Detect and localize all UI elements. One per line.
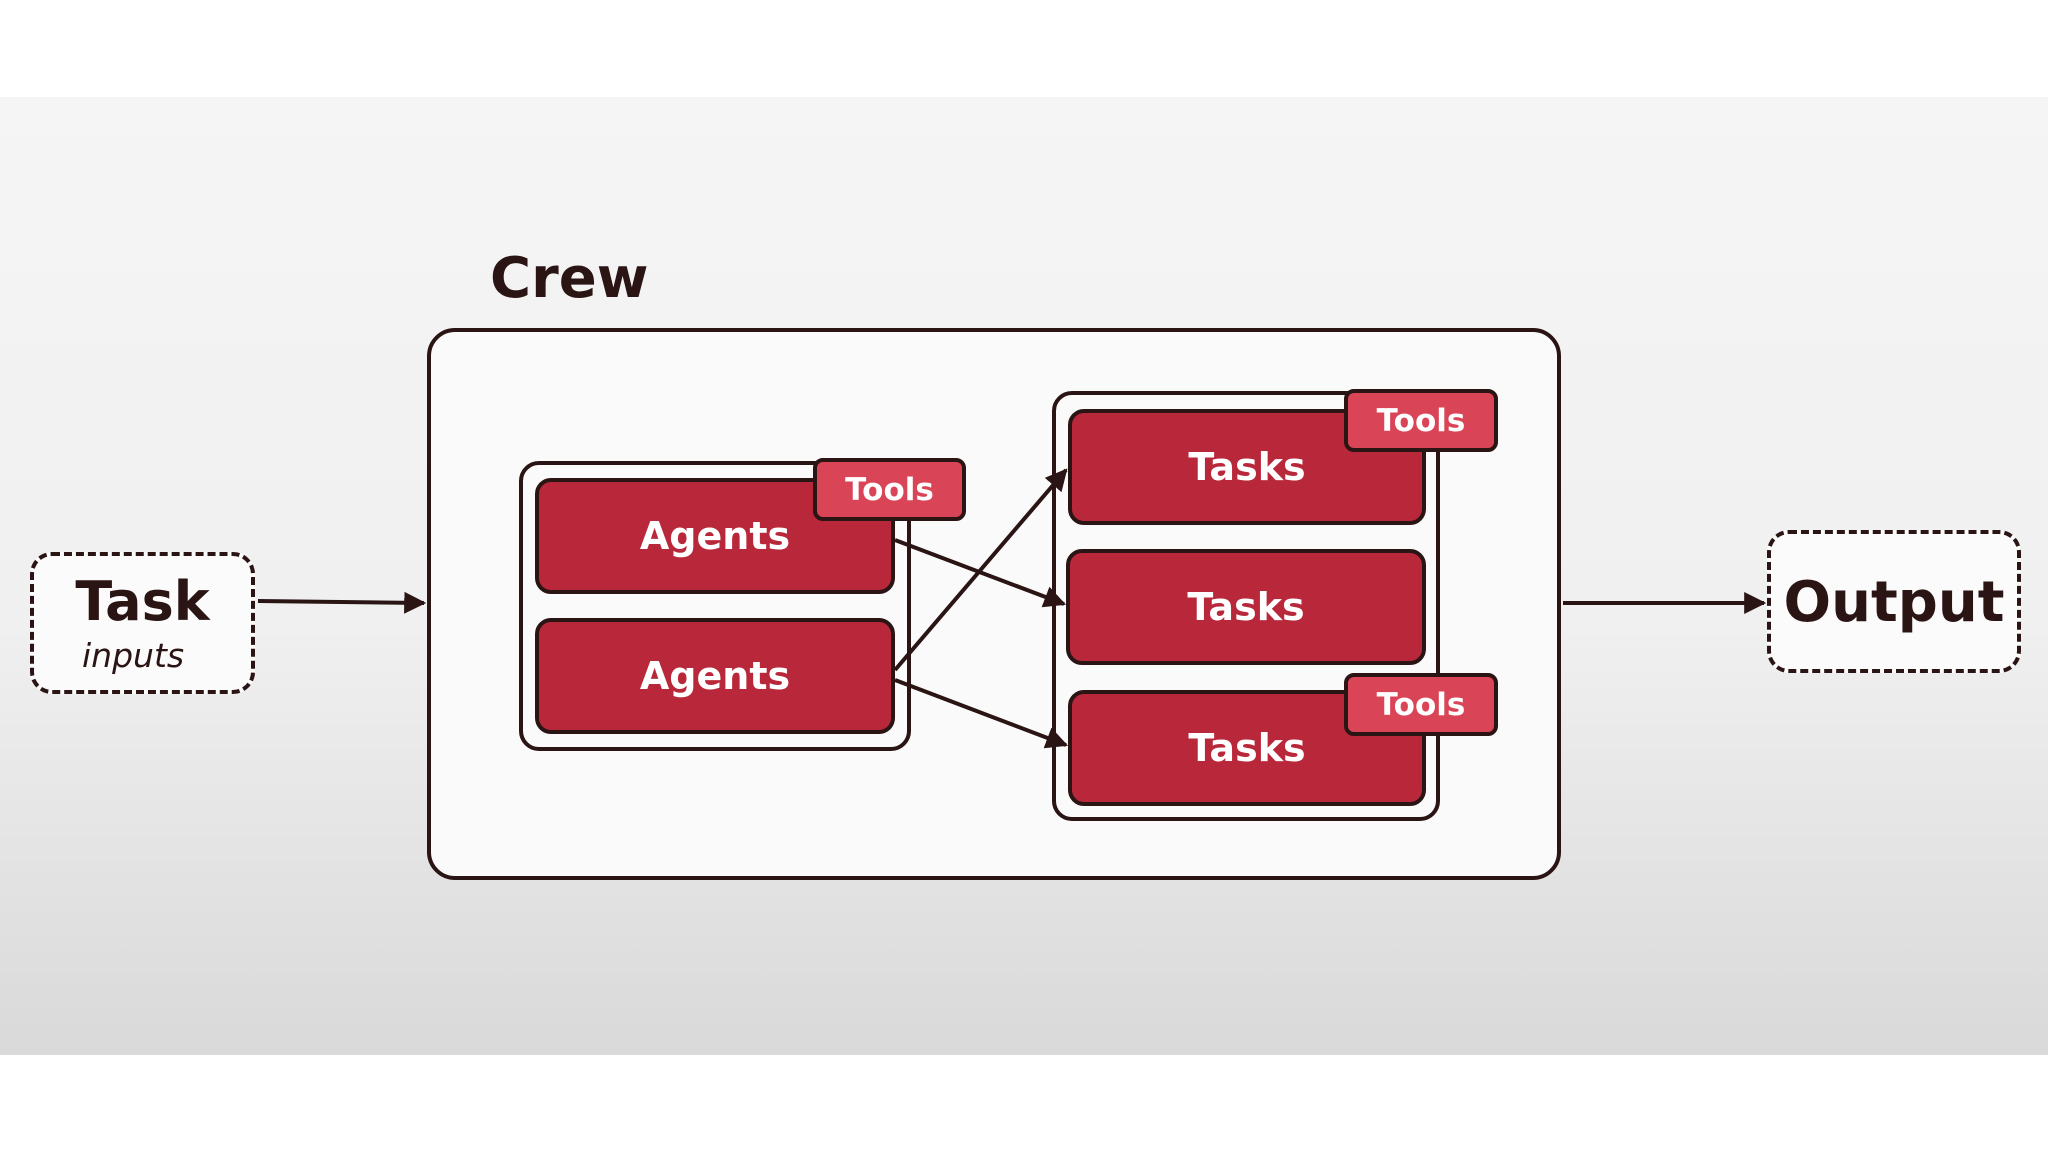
output-box: Output (1767, 530, 2021, 673)
task-subtitle: inputs (82, 636, 185, 675)
task-title: Task (75, 570, 210, 633)
task-3-tools-badge: Tools (1344, 673, 1498, 736)
arrow-input-to-crew (257, 591, 427, 614)
crew-label: Crew (490, 246, 649, 311)
output-title: Output (1783, 570, 2005, 635)
task-box-2: Tasks (1066, 549, 1426, 665)
arrow-agent2-to-task3 (894, 678, 1069, 749)
task-1-tools-badge: Tools (1344, 389, 1498, 452)
arrow-agent2-to-task1 (893, 468, 1068, 672)
agent-tools-badge: Tools (813, 458, 966, 521)
agent-box-2: Agents (535, 618, 895, 734)
task-inputs-box: Task inputs (30, 552, 255, 694)
